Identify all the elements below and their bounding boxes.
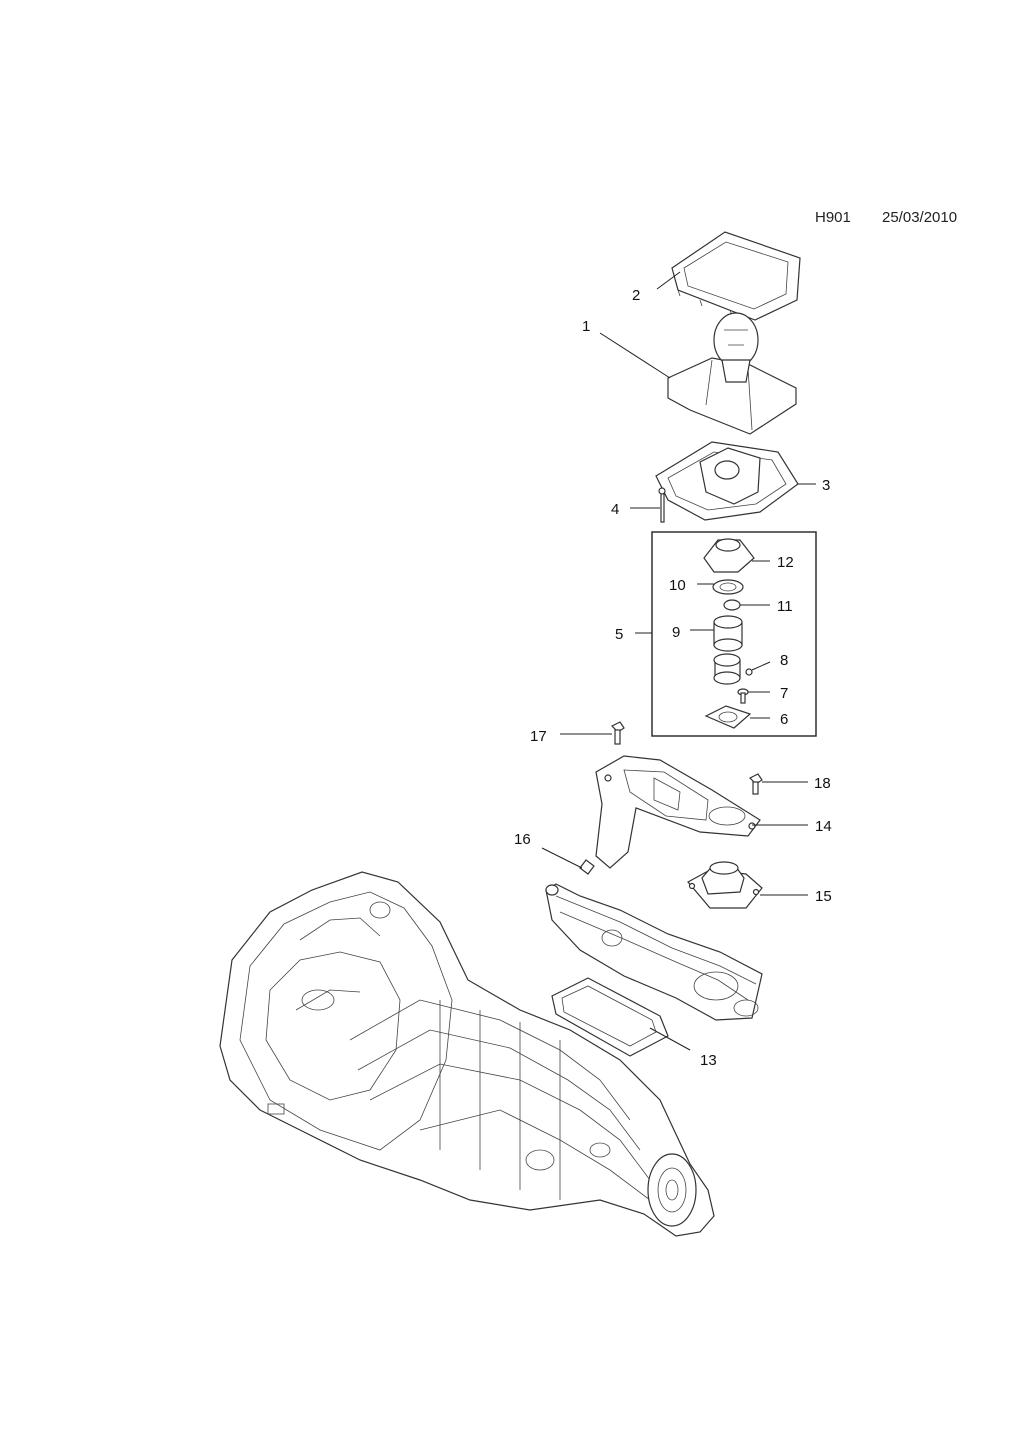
- part-15-shift-tower: [687, 861, 763, 909]
- callout-15: 15: [815, 888, 832, 905]
- part-7-bolt: [737, 688, 749, 704]
- callout-11: 11: [777, 598, 793, 615]
- callout-8: 8: [780, 652, 788, 669]
- callout-9: 9: [672, 624, 680, 641]
- part-3-shift-boot-base: [655, 441, 799, 521]
- part-5-kit-box: [651, 531, 817, 737]
- part-13-gasket: [551, 977, 669, 1057]
- callout-5: 5: [615, 626, 623, 643]
- diagram-code: H901: [815, 209, 851, 226]
- part-14-shifter-bracket: [595, 755, 761, 869]
- callout-14: 14: [815, 818, 832, 835]
- callout-17: 17: [530, 728, 547, 745]
- callout-2: 2: [632, 287, 640, 304]
- callout-12: 12: [777, 554, 794, 571]
- part-16-bolt: [579, 859, 595, 875]
- callout-13: 13: [700, 1052, 717, 1069]
- part-1-gear-knob-boot: [667, 312, 797, 435]
- part-17-bolt: [610, 721, 625, 745]
- part-11-o-ring: [723, 599, 741, 611]
- part-2-gaiter-frame: [671, 231, 801, 321]
- shift-rail-housing: [545, 883, 763, 1021]
- callout-1: 1: [582, 318, 590, 335]
- callout-3: 3: [822, 477, 830, 494]
- callout-7: 7: [780, 685, 788, 702]
- transmission-assembly: [219, 871, 715, 1237]
- callout-4: 4: [611, 501, 619, 518]
- diagram-date: 25/03/2010: [882, 209, 958, 226]
- leader-lines: [541, 271, 816, 1051]
- callout-18: 18: [814, 775, 831, 792]
- part-8-ball-socket: [713, 653, 753, 685]
- callout-10: 10: [669, 577, 686, 594]
- part-9-bushing: [713, 615, 743, 652]
- part-6-gasket: [704, 705, 752, 729]
- part-18-bolt: [748, 773, 763, 795]
- callout-6: 6: [780, 711, 788, 728]
- part-10-washer: [712, 579, 744, 595]
- part-12-cap: [703, 538, 755, 573]
- callout-16: 16: [514, 831, 531, 848]
- part-4-pin: [658, 487, 666, 523]
